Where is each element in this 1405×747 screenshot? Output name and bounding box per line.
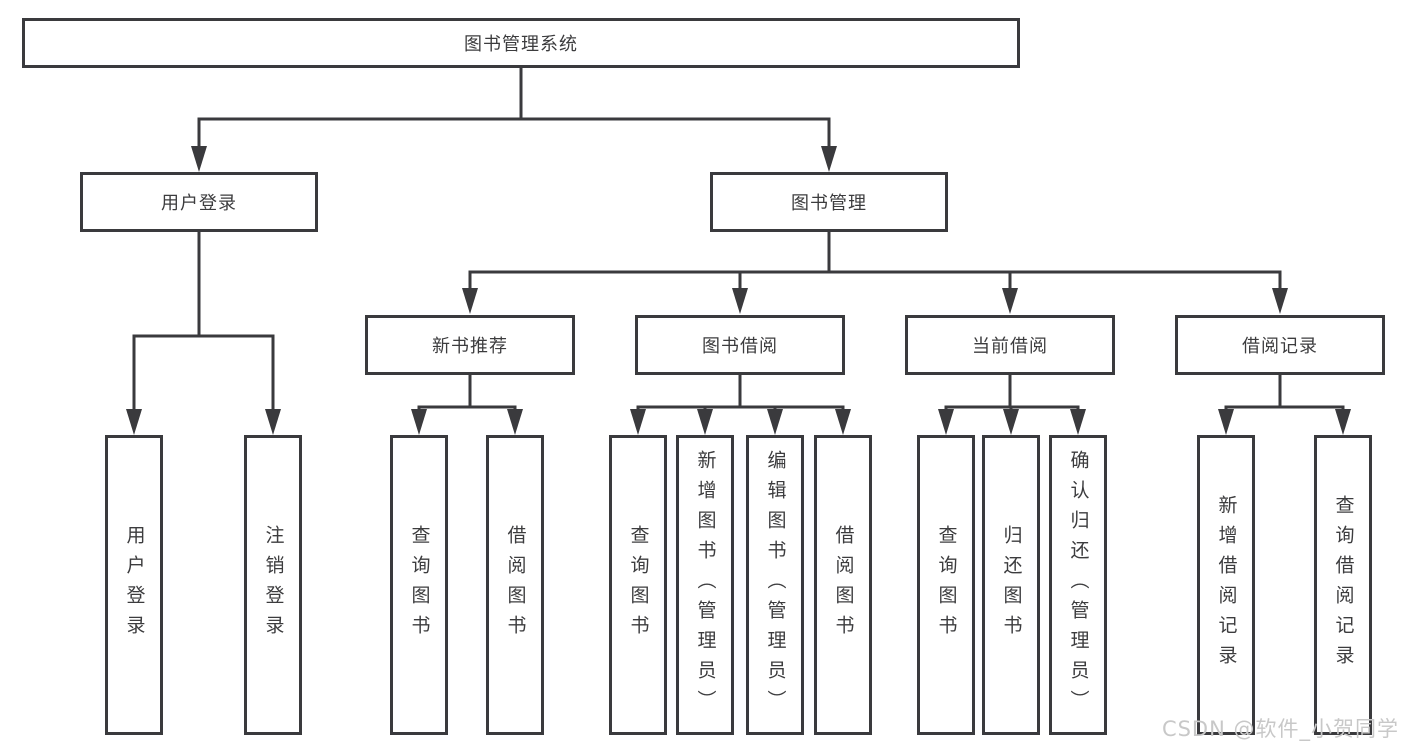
leaf-edit-books-admin: 编辑图书（管理员） xyxy=(746,435,804,735)
leaf-borrow-books-borrowing: 借阅图书 xyxy=(814,435,872,735)
node-book-borrowing: 图书借阅 xyxy=(635,315,845,375)
node-label: 当前借阅 xyxy=(972,336,1048,357)
node-library-management-system: 图书管理系统 xyxy=(22,18,1020,68)
leaf-return-books: 归还图书 xyxy=(982,435,1040,735)
node-label: 新书推荐 xyxy=(432,336,508,357)
node-current-borrowing: 当前借阅 xyxy=(905,315,1115,375)
leaf-user-login: 用户登录 xyxy=(105,435,163,735)
leaf-label: 新增图书（管理员） xyxy=(694,450,717,720)
leaf-label: 查询图书 xyxy=(935,525,958,645)
leaf-label: 归还图书 xyxy=(1000,525,1023,645)
leaf-confirm-return-admin: 确认归还（管理员） xyxy=(1049,435,1107,735)
leaf-label: 借阅图书 xyxy=(832,525,855,645)
leaf-add-books-admin: 新增图书（管理员） xyxy=(676,435,734,735)
node-label: 借阅记录 xyxy=(1242,336,1318,357)
leaf-label: 借阅图书 xyxy=(504,525,527,645)
node-label: 图书管理 xyxy=(791,193,867,214)
leaf-label: 查询图书 xyxy=(627,525,650,645)
leaf-query-books-recommend: 查询图书 xyxy=(390,435,448,735)
leaf-label: 查询图书 xyxy=(408,525,431,645)
leaf-add-borrow-record: 新增借阅记录 xyxy=(1197,435,1255,735)
leaf-query-books-current: 查询图书 xyxy=(917,435,975,735)
node-book-management-module: 图书管理 xyxy=(710,172,948,232)
node-label: 用户登录 xyxy=(161,193,237,214)
node-user-login-module: 用户登录 xyxy=(80,172,318,232)
leaf-label: 用户登录 xyxy=(123,525,146,645)
leaf-label: 确认归还（管理员） xyxy=(1067,450,1090,720)
leaf-label: 编辑图书（管理员） xyxy=(764,450,787,720)
leaf-borrow-books-recommend: 借阅图书 xyxy=(486,435,544,735)
node-label: 图书借阅 xyxy=(702,336,778,357)
leaf-query-borrow-record: 查询借阅记录 xyxy=(1314,435,1372,735)
leaf-query-books-borrowing: 查询图书 xyxy=(609,435,667,735)
node-borrowing-records: 借阅记录 xyxy=(1175,315,1385,375)
node-label: 图书管理系统 xyxy=(464,34,578,55)
leaf-label: 注销登录 xyxy=(262,525,285,645)
leaf-label: 查询借阅记录 xyxy=(1332,495,1355,675)
leaf-label: 新增借阅记录 xyxy=(1215,495,1238,675)
csdn-watermark: CSDN @软件_小贺同学 xyxy=(1161,717,1399,741)
node-new-book-recommendation: 新书推荐 xyxy=(365,315,575,375)
leaf-logout: 注销登录 xyxy=(244,435,302,735)
